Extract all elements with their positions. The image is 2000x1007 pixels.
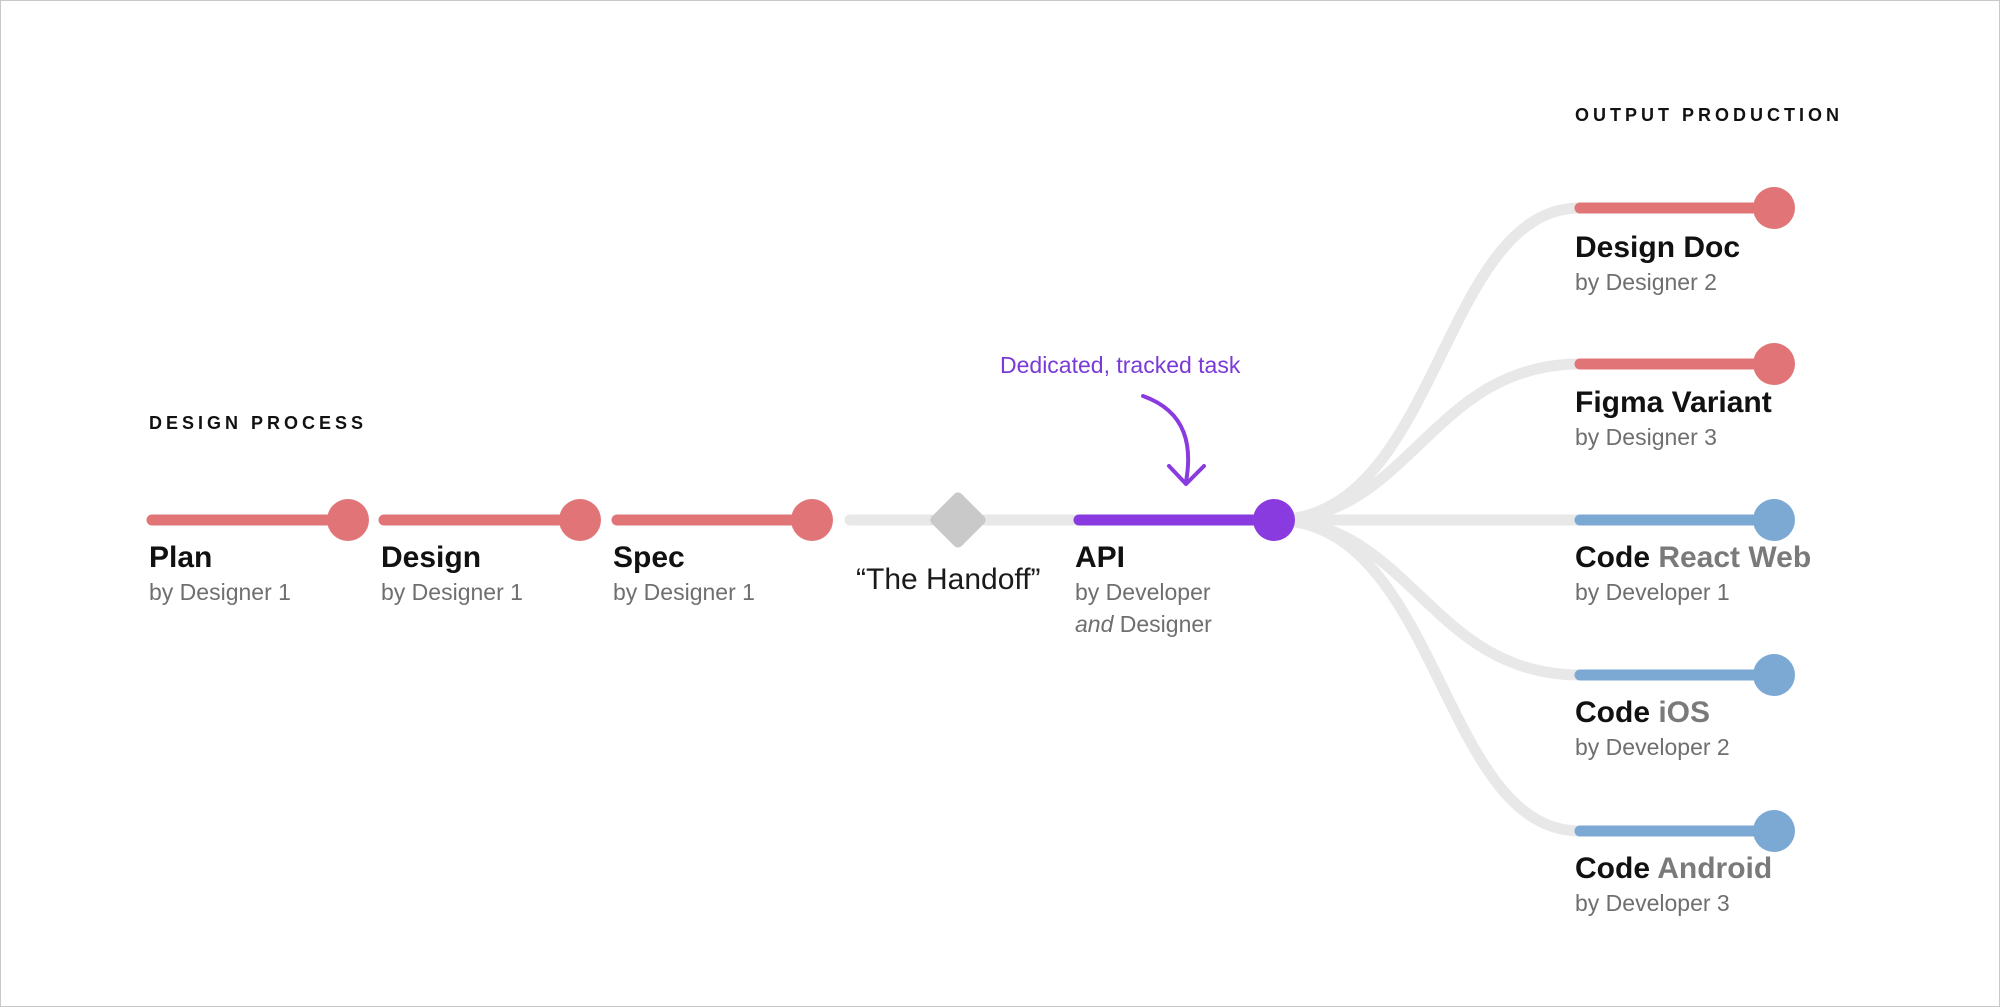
step-design	[378, 499, 601, 541]
step-owner: by Designer 1	[613, 579, 755, 605]
react-web-node	[1753, 499, 1795, 541]
output-title: Code React Web	[1575, 540, 1811, 576]
output-android-label: Code Android by Developer 3	[1575, 851, 1772, 919]
output-code-android	[1574, 810, 1795, 852]
output-design-doc-label: Design Doc by Designer 2	[1575, 230, 1740, 298]
ios-node	[1753, 654, 1795, 696]
output-code-ios	[1574, 654, 1795, 696]
output-title-main: Code	[1575, 852, 1650, 885]
figma-variant-node	[1753, 343, 1795, 385]
output-figma-variant	[1574, 343, 1795, 385]
output-design-doc	[1574, 187, 1795, 229]
step-owner: by Designer 1	[149, 579, 291, 605]
annotation-arrow	[1141, 394, 1206, 486]
output-ios-label: Code iOS by Developer 2	[1575, 695, 1730, 763]
output-owner: by Designer 2	[1575, 269, 1717, 295]
output-title-main: Figma Variant	[1575, 386, 1772, 419]
step-owner: by Developer	[1075, 579, 1211, 605]
android-node	[1753, 810, 1795, 852]
output-title: Code Android	[1575, 851, 1772, 887]
output-title-sub: Android	[1650, 852, 1773, 885]
handoff-label: “The Handoff”	[856, 563, 1041, 596]
design-doc-node	[1753, 187, 1795, 229]
output-owner: by Developer 1	[1575, 579, 1730, 605]
step-owner: by Designer 1	[381, 579, 523, 605]
api-node	[1253, 499, 1295, 541]
output-title: Code iOS	[1575, 695, 1730, 731]
output-title-main: Code	[1575, 696, 1650, 729]
branch-connector-android	[1268, 514, 1586, 837]
spec-node	[791, 499, 833, 541]
output-title-main: Code	[1575, 541, 1650, 574]
step-plan	[146, 499, 369, 541]
design-node	[559, 499, 601, 541]
step-title: Design	[381, 541, 482, 574]
owner-rest: Designer	[1113, 611, 1212, 637]
handoff-diamond	[930, 492, 986, 548]
step-plan-label: Plan by Designer 1	[149, 540, 291, 608]
output-owner: by Developer 2	[1575, 734, 1730, 760]
output-title-sub: React Web	[1650, 541, 1812, 574]
step-spec	[611, 499, 833, 541]
design-process-heading: DESIGN PROCESS	[149, 413, 368, 433]
output-title-main: Design Doc	[1575, 231, 1741, 264]
step-api	[1073, 499, 1295, 541]
output-title: Design Doc	[1575, 230, 1740, 266]
step-title: Plan	[149, 541, 213, 574]
connectors	[844, 202, 1586, 837]
step-design-label: Design by Designer 1	[381, 540, 523, 608]
output-title: Figma Variant	[1575, 385, 1772, 421]
output-owner: by Developer 3	[1575, 890, 1730, 916]
output-code-react-web	[1574, 499, 1795, 541]
step-title: API	[1075, 541, 1126, 574]
output-title-sub: iOS	[1650, 696, 1711, 729]
plan-node	[327, 499, 369, 541]
output-figma-variant-label: Figma Variant by Designer 3	[1575, 385, 1772, 453]
output-owner: by Designer 3	[1575, 424, 1717, 450]
step-spec-label: Spec by Designer 1	[613, 540, 755, 608]
annotation-text: Dedicated, tracked task	[1000, 352, 1241, 378]
step-owner-continued: and Designer	[1075, 608, 1212, 640]
output-react-web-label: Code React Web by Developer 1	[1575, 540, 1811, 608]
output-production-heading: OUTPUT PRODUCTION	[1575, 105, 1843, 125]
branch-connector-figma-variant	[1268, 358, 1586, 526]
step-title: Spec	[613, 541, 685, 574]
owner-and: and	[1075, 611, 1114, 637]
step-api-label: API by Developer and Designer	[1075, 540, 1212, 640]
